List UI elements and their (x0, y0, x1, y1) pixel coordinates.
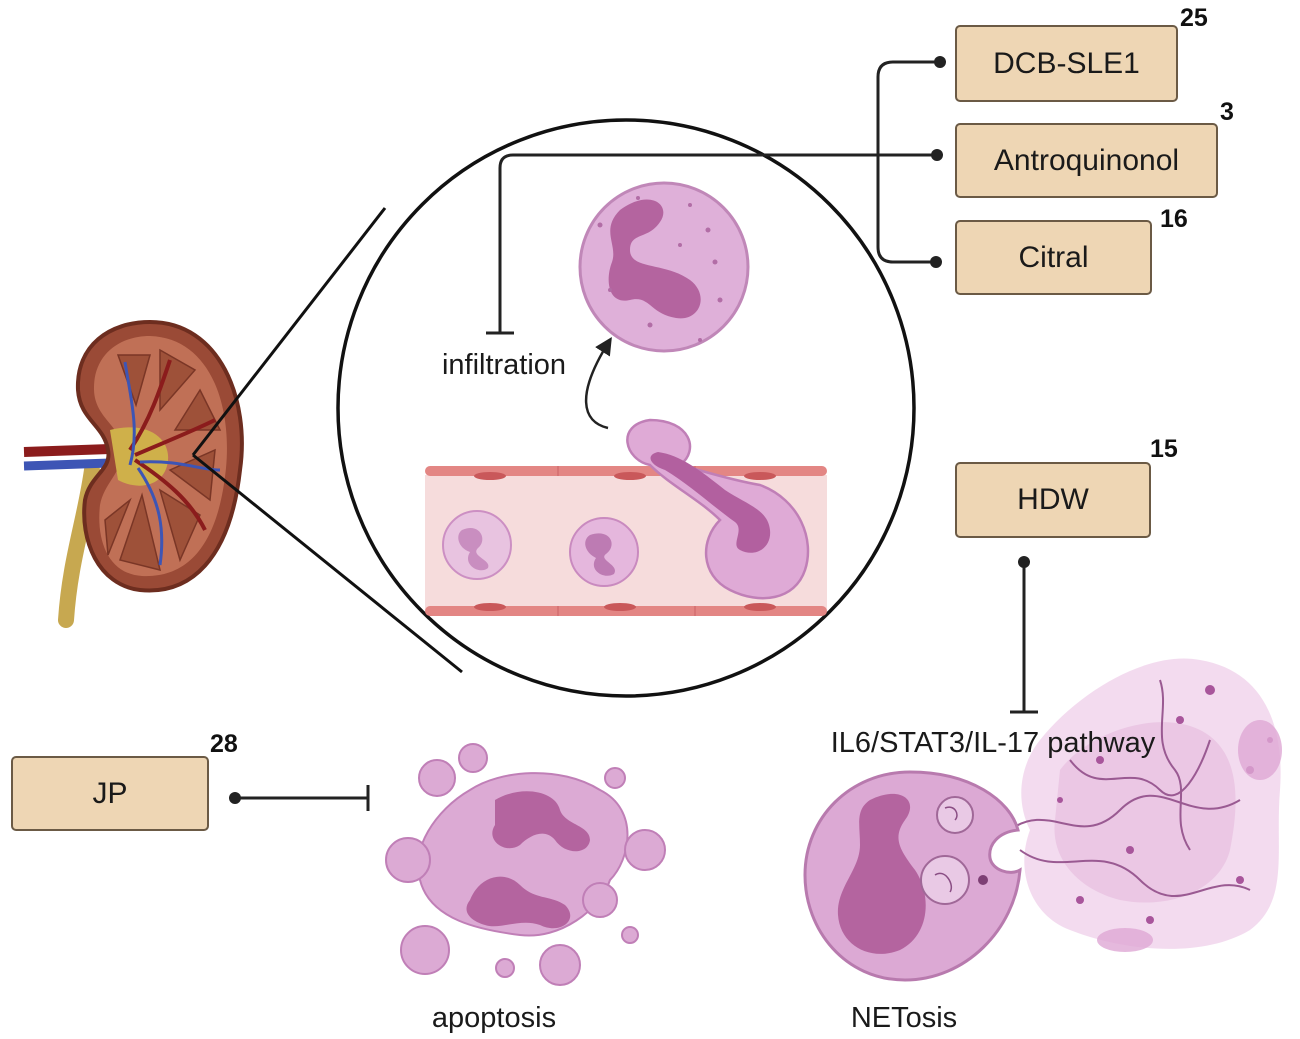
netosis-cell-icon (803, 658, 1282, 982)
ref-number-citral: 16 (1160, 205, 1188, 233)
drug-name: Antroquinonol (993, 143, 1180, 177)
infiltration-label: infiltration (442, 349, 566, 381)
inhibit-infiltration-connector (498, 153, 937, 333)
zoom-line-top (191, 207, 387, 456)
apoptotic-cell-icon (385, 743, 666, 986)
drug-box-hdw: HDW (955, 462, 1151, 538)
ref-number-hdw: 15 (1150, 435, 1178, 463)
drug-name: JP (92, 776, 128, 810)
neutrophil-icon (578, 181, 750, 353)
pathway-label: IL6/STAT3/IL-17 pathway (831, 727, 1156, 759)
migration-arrow (584, 337, 612, 430)
magnified-view (336, 118, 916, 698)
blood-vessel-icon (425, 418, 827, 616)
zoom-line-bottom (192, 453, 463, 674)
bracket-connector (876, 60, 940, 264)
drug-box-jp: JP (11, 756, 209, 831)
drug-name: HDW (1017, 483, 1089, 516)
drug-box-antroquinonol: Antroquinonol (955, 123, 1218, 198)
drug-box-citral: Citral (955, 220, 1152, 295)
apoptosis-label: apoptosis (432, 1002, 556, 1034)
drug-box-dcb-sle1: DCB-SLE1 (955, 25, 1178, 102)
drug-name: DCB-SLE1 (993, 46, 1140, 80)
kidney-icon (23, 319, 244, 628)
ref-number-dcb-sle1: 25 (1180, 4, 1208, 32)
drug-name: Citral (1018, 240, 1089, 274)
ref-number-antroquinonol: 3 (1220, 98, 1234, 126)
netosis-label: NETosis (851, 1002, 957, 1034)
ref-number-jp: 28 (210, 730, 238, 758)
